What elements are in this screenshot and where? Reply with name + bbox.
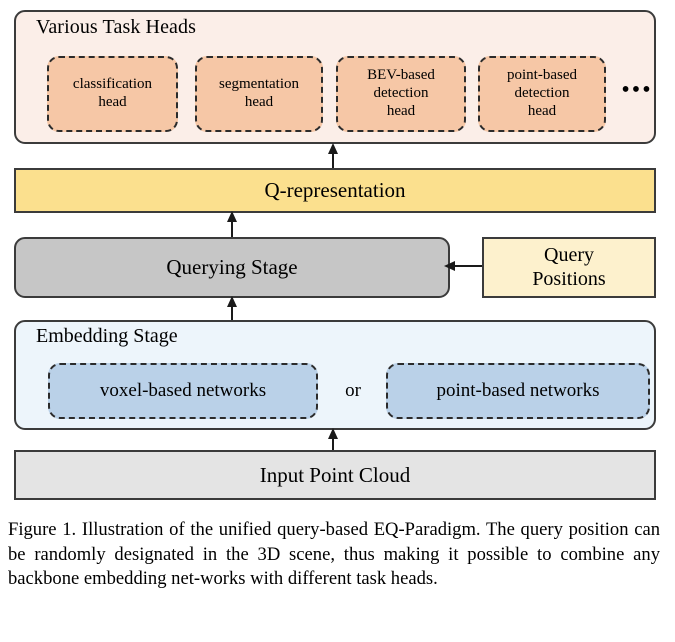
embedding-stage-title: Embedding Stage (36, 325, 178, 347)
input-point-cloud-label: Input Point Cloud (259, 462, 411, 487)
arrow-querying-stage-to-q-representation (227, 211, 237, 239)
q-representation-label: Q-representation (264, 178, 406, 203)
task-head-label-line: point-based (507, 67, 577, 84)
task-head-label-line: detection (373, 85, 429, 102)
task-heads-group: Various Task Heads classification head s… (14, 10, 656, 144)
arrow-q-representation-to-task-heads (328, 143, 338, 170)
arrow-embedding-stage-to-querying-stage (227, 296, 237, 322)
task-head-label-line: head (527, 102, 557, 119)
arrow-input-point-cloud-to-embedding-stage (328, 428, 338, 452)
query-positions-label-line: Query (544, 243, 594, 266)
task-head-label-line: detection (514, 85, 570, 102)
task-head-classification[interactable]: classification head (47, 56, 178, 132)
or-label: or (345, 380, 361, 401)
querying-stage-box: Querying Stage (14, 237, 450, 298)
task-head-bev-detection[interactable]: BEV-based detection head (336, 56, 466, 132)
query-positions-label-line: Positions (532, 267, 606, 290)
task-heads-title: Various Task Heads (36, 16, 197, 38)
task-head-label-line: head (98, 94, 127, 110)
arrow-query-positions-to-querying-stage (444, 261, 486, 271)
input-point-cloud-box: Input Point Cloud (14, 450, 656, 500)
task-head-label-line: BEV-based (367, 67, 435, 84)
figure-diagram: Various Task Heads classification head s… (14, 10, 656, 500)
q-representation-box: Q-representation (14, 168, 656, 213)
task-head-segmentation[interactable]: segmentation head (195, 56, 323, 132)
task-head-label-line: head (244, 94, 274, 110)
figure-caption: Figure 1. Illustration of the unified qu… (8, 519, 660, 590)
task-head-label-line: head (386, 102, 416, 119)
task-head-label-line: classification (72, 76, 153, 93)
task-head-label-line: segmentation (219, 76, 299, 93)
voxel-based-networks-label: voxel-based networks (99, 379, 267, 401)
point-based-networks-box[interactable]: point-based networks (386, 363, 650, 419)
embedding-stage-group: Embedding Stage voxel-based networks or … (14, 320, 656, 430)
task-head-point-detection[interactable]: point-based detection head (478, 56, 606, 132)
querying-stage-label: Querying Stage (166, 255, 298, 280)
query-positions-box: Query Positions (482, 237, 656, 298)
point-based-networks-label: point-based networks (436, 379, 600, 401)
voxel-based-networks-box[interactable]: voxel-based networks (48, 363, 318, 419)
task-heads-ellipsis: ••• (621, 77, 653, 103)
